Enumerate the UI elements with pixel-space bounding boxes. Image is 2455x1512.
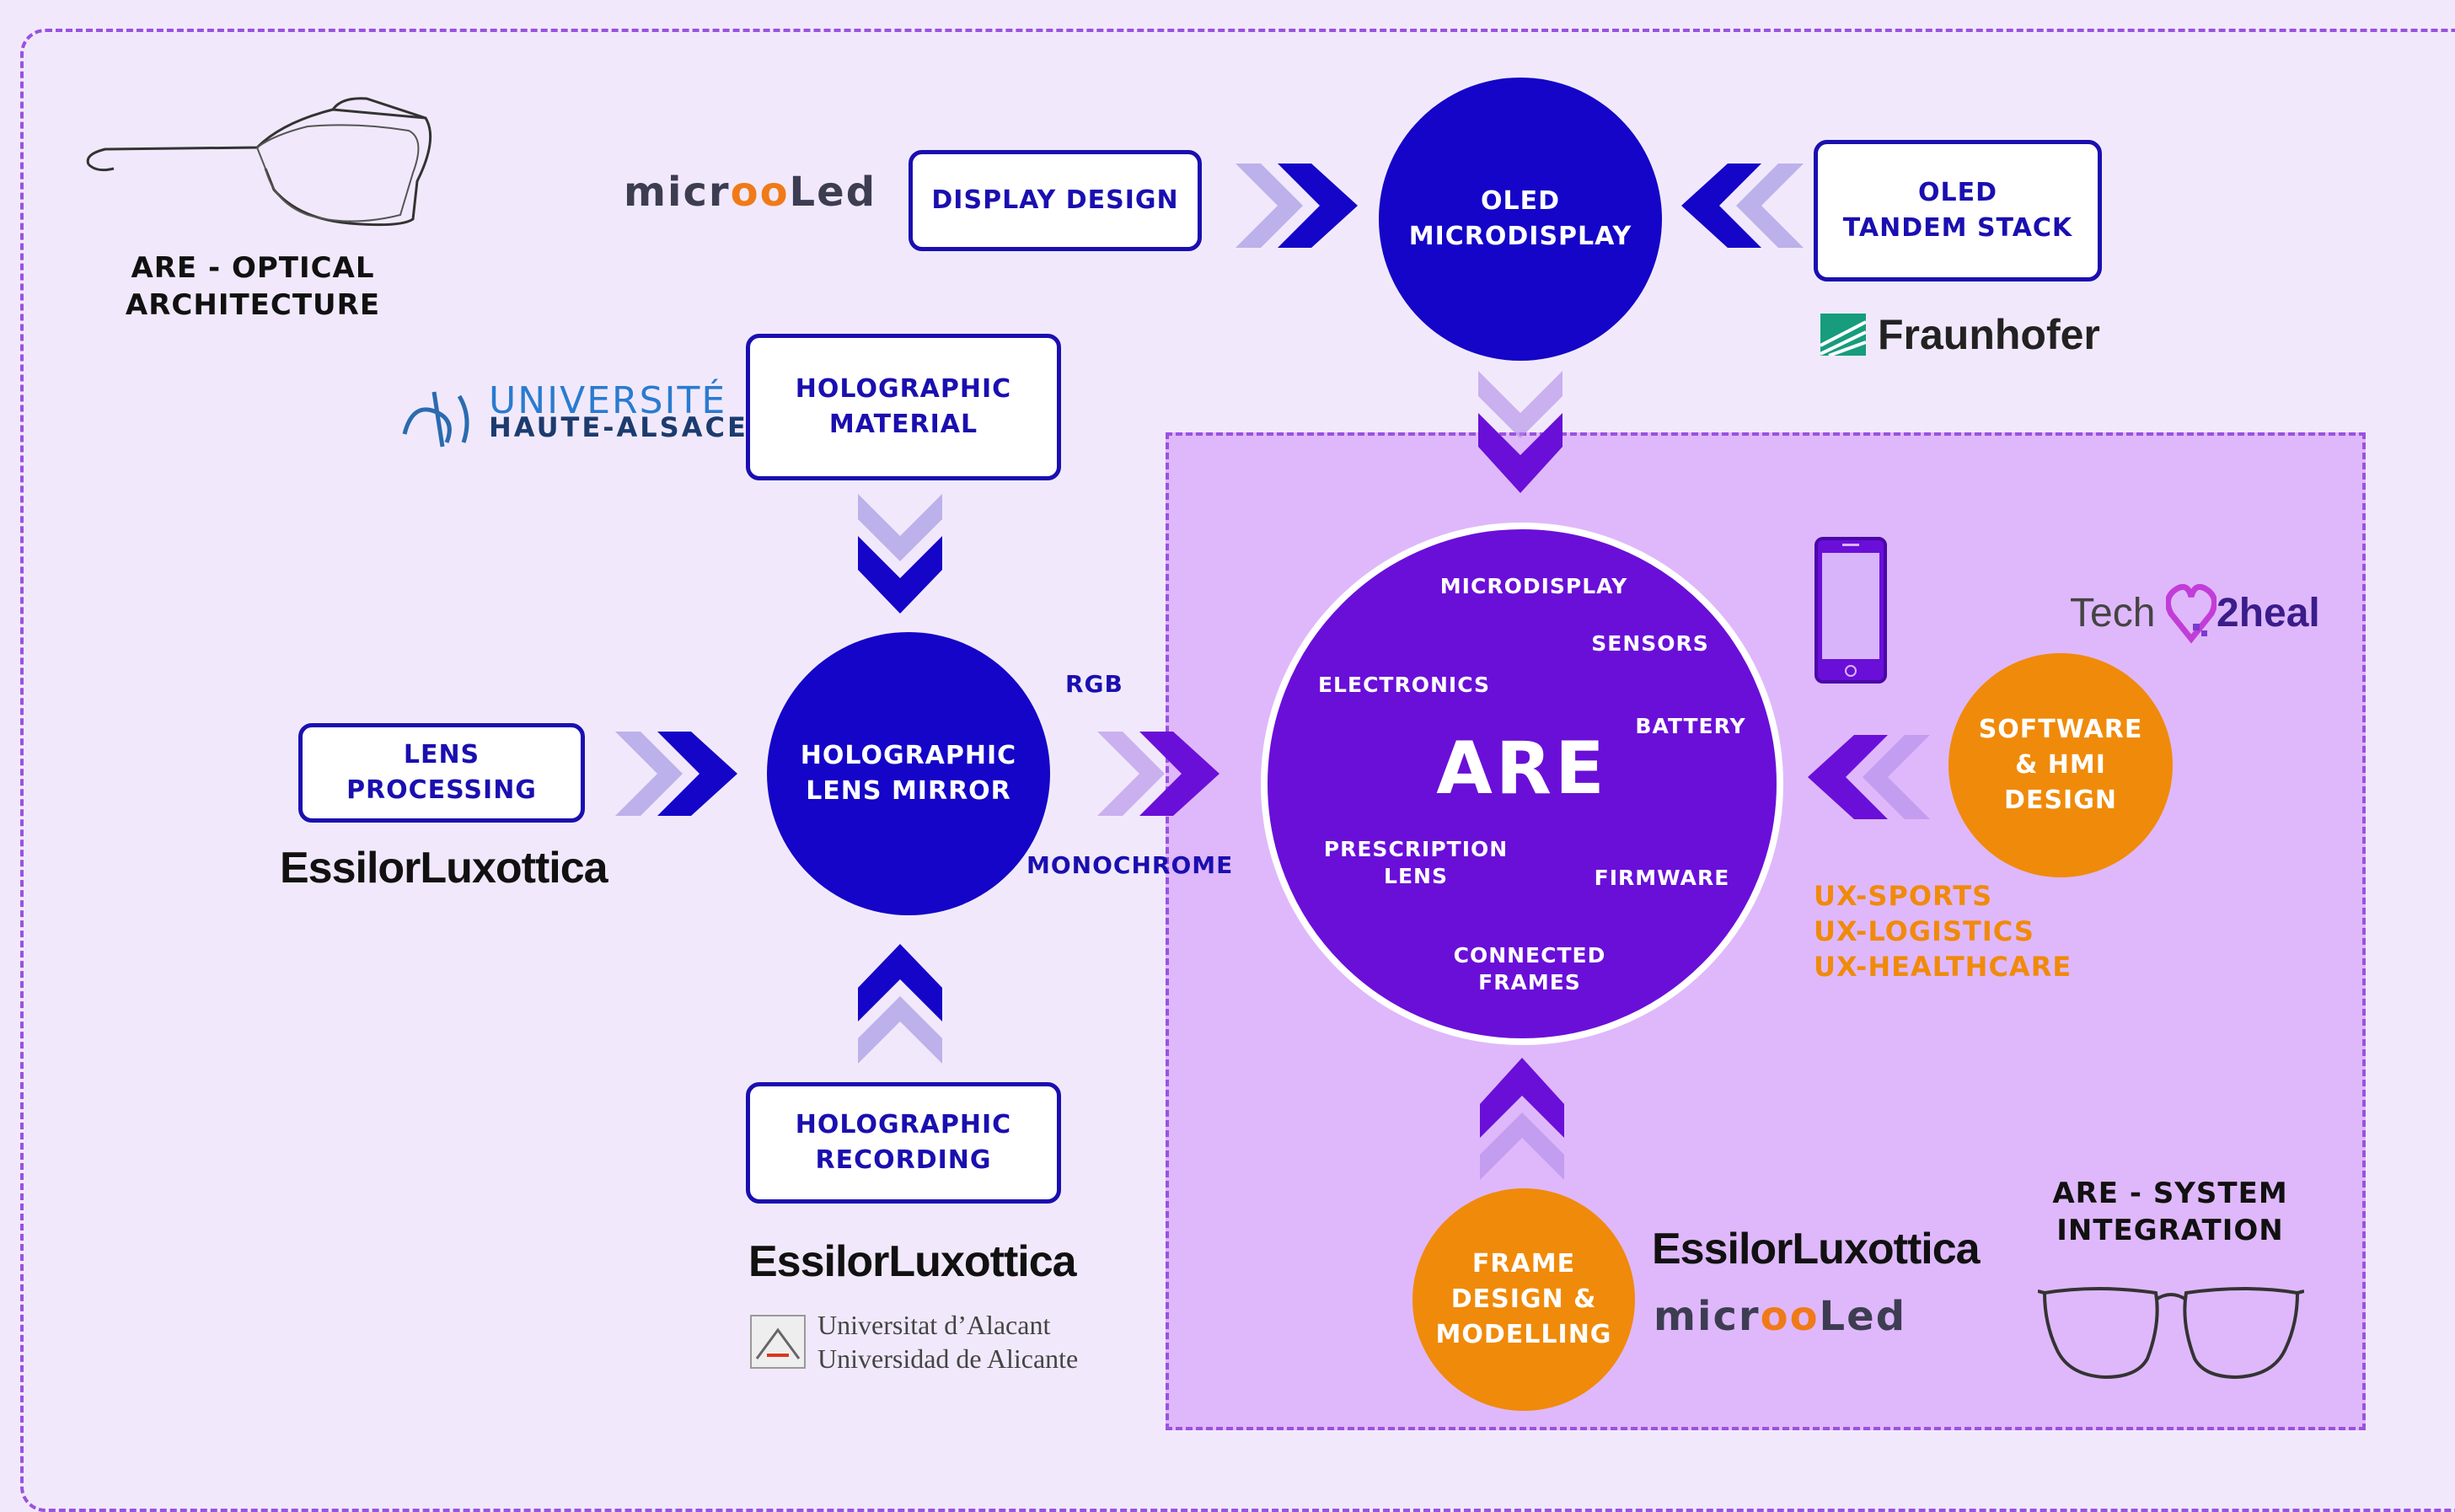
arrow-down-material-to-mirror xyxy=(858,494,942,614)
glasses-side-icon xyxy=(86,97,432,227)
are-connected-frames: CONNECTED FRAMES xyxy=(1453,943,1606,995)
are-firmware: FIRMWARE xyxy=(1594,866,1730,890)
uha-line2: HAUTE-ALSACE xyxy=(489,411,748,443)
essilor-logo-bottom: EssilorLuxottica xyxy=(748,1237,1077,1286)
are-title: ARE xyxy=(1436,727,1608,811)
arrow-left-software-to-are xyxy=(1808,735,1930,819)
are-microdisplay: MICRODISPLAY xyxy=(1439,574,1628,598)
arrow-right-lens-to-mirror xyxy=(615,732,737,816)
microoled-logo-bottom: microoLed xyxy=(1654,1293,1907,1340)
arrow-right-mirror-to-are xyxy=(1097,732,1219,816)
oled-microdisplay-circle: OLED MICRODISPLAY xyxy=(1379,78,1662,361)
are-prescription-lens: PRESCRIPTION LENS xyxy=(1323,837,1509,888)
arrow-up-frame-to-are xyxy=(1480,1058,1564,1180)
holographic-material-box: HOLOGRAPHIC MATERIAL xyxy=(746,334,1061,480)
phone-icon xyxy=(1814,537,1887,684)
arrow-right-display-to-oled xyxy=(1236,164,1358,248)
are-sensors: SENSORS xyxy=(1591,631,1709,656)
are-central-circle xyxy=(1261,523,1783,1045)
microoled-logo-top: microoLed xyxy=(624,169,877,216)
system-integration-caption: ARE - SYSTEM INTEGRATION xyxy=(2052,1177,2288,1247)
tech2heal-part1: Tech xyxy=(2070,591,2156,635)
essilor-logo-left: EssilorLuxottica xyxy=(280,844,608,893)
software-hmi-circle: SOFTWARE & HMI DESIGN xyxy=(1948,653,2173,877)
arrow-up-recording-to-mirror xyxy=(858,944,942,1064)
rgb-label: RGB xyxy=(1065,670,1123,698)
monochrome-label: MONOCHROME xyxy=(1026,851,1234,879)
holographic-lens-mirror-circle: HOLOGRAPHIC LENS MIRROR xyxy=(767,632,1050,915)
ux-sports: UX-SPORTS xyxy=(1814,880,1993,912)
uha-line1: UNIVERSITÉ xyxy=(489,379,727,422)
are-battery: BATTERY xyxy=(1635,714,1746,738)
tech2heal-heart-icon xyxy=(2166,583,2216,644)
are-electronics: ELECTRONICS xyxy=(1317,673,1491,697)
glasses-front-icon xyxy=(2038,1287,2304,1380)
optical-architecture-caption: ARE - OPTICAL ARCHITECTURE xyxy=(125,251,381,322)
tech2heal-part2: 2heal xyxy=(2216,591,2320,635)
alicante-line1: Universitat d’Alacant xyxy=(817,1310,1051,1340)
alicante-line2: Universidad de Alicante xyxy=(817,1343,1079,1374)
ux-healthcare: UX-HEALTHCARE xyxy=(1814,951,2072,983)
lens-processing-box: LENS PROCESSING xyxy=(298,723,585,823)
arrow-down-oled-to-are xyxy=(1478,371,1563,493)
fraunhofer-label: Fraunhofer xyxy=(1878,311,2100,358)
oled-tandem-stack-box: OLED TANDEM STACK xyxy=(1814,140,2102,281)
alicante-logo-icon xyxy=(750,1315,806,1369)
arrow-left-tandem-to-oled xyxy=(1681,164,1804,248)
frame-design-circle: FRAME DESIGN & MODELLING xyxy=(1412,1188,1635,1411)
ux-logistics: UX-LOGISTICS xyxy=(1814,915,2034,947)
holographic-recording-box: HOLOGRAPHIC RECORDING xyxy=(746,1082,1061,1204)
display-design-box: DISPLAY DESIGN xyxy=(909,150,1202,251)
fraunhofer-logo-icon xyxy=(1820,314,1866,356)
uha-logo-icon xyxy=(402,391,469,448)
essilor-logo-right: EssilorLuxottica xyxy=(1652,1225,1981,1273)
